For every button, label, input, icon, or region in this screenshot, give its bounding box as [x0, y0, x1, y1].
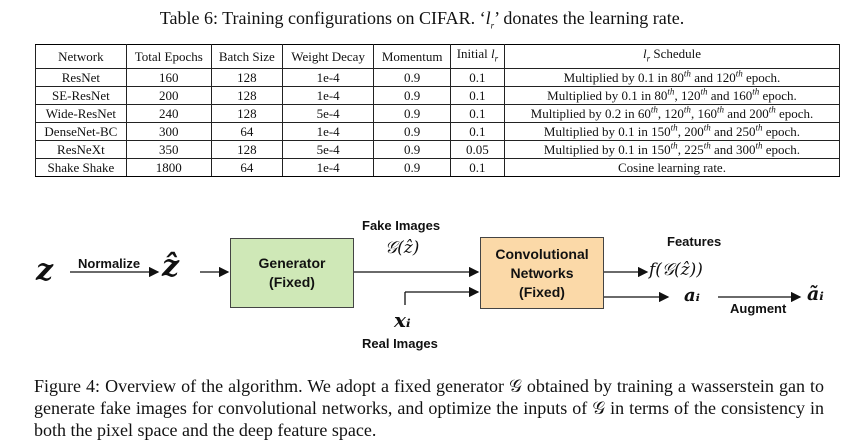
- table-caption-text: Table 6: Training configurations on CIFA…: [159, 8, 685, 31]
- fake-images-label: Fake Images: [362, 218, 441, 233]
- header-weight-decay: Weight Decay: [281, 44, 375, 69]
- cell-batch-size: 64: [210, 121, 283, 141]
- f-g-zhat-symbol: f(𝒢(ẑ)): [649, 260, 703, 280]
- cell-network: Shake Shake: [35, 157, 127, 177]
- ai-tilde-symbol: ãᵢ: [807, 283, 824, 305]
- cell-lr-schedule: Multiplied by 0.1 in 150th, 200th and 25…: [503, 121, 841, 141]
- header-total-epochs: Total Epochs: [125, 44, 212, 69]
- header-initial-lr: Initial lr: [449, 44, 505, 69]
- cell-initial-lr: 0.1: [449, 121, 505, 141]
- cell-weight-decay: 1e-4: [281, 67, 375, 87]
- table-header-row: Network Total Epochs Batch Size Weight D…: [35, 44, 841, 69]
- cell-total-epochs: 200: [125, 85, 212, 105]
- cell-momentum: 0.9: [373, 85, 451, 105]
- cell-batch-size: 128: [210, 103, 283, 123]
- cell-lr-schedule: Multiplied by 0.2 in 60th, 120th, 160th …: [503, 103, 841, 123]
- cell-total-epochs: 160: [125, 67, 212, 87]
- cell-momentum: 0.9: [373, 121, 451, 141]
- training-config-table: Network Total Epochs Batch Size Weight D…: [35, 44, 841, 177]
- cell-network: ResNeXt: [35, 139, 127, 159]
- cell-batch-size: 128: [210, 139, 283, 159]
- cell-weight-decay: 5e-4: [281, 139, 375, 159]
- cell-momentum: 0.9: [373, 157, 451, 177]
- cell-lr-schedule: Multiplied by 0.1 in 80th and 120th epoc…: [503, 67, 841, 87]
- algorithm-diagram: z Normalize ẑ Generator (Fixed) Fake Ima…: [0, 205, 844, 370]
- normalize-label: Normalize: [78, 256, 141, 271]
- cell-weight-decay: 5e-4: [281, 103, 375, 123]
- real-images-label: Real Images: [362, 336, 438, 351]
- cell-initial-lr: 0.1: [449, 85, 505, 105]
- cell-batch-size: 128: [210, 85, 283, 105]
- augment-label: Augment: [730, 301, 787, 316]
- header-lr-schedule: lr Schedule: [503, 44, 841, 69]
- header-network: Network: [35, 44, 127, 69]
- cell-total-epochs: 300: [125, 121, 212, 141]
- cell-network: SE-ResNet: [35, 85, 127, 105]
- cell-network: Wide-ResNet: [35, 103, 127, 123]
- cell-momentum: 0.9: [373, 139, 451, 159]
- cell-network: DenseNet-BC: [35, 121, 127, 141]
- conv-networks-box: Convolutional Networks (Fixed): [480, 237, 604, 309]
- cell-initial-lr: 0.1: [449, 103, 505, 123]
- figure-caption: Figure 4: Overview of the algorithm. We …: [34, 376, 824, 440]
- cell-lr-schedule: Multiplied by 0.1 in 80th, 120th and 160…: [503, 85, 841, 105]
- zhat-symbol: ẑ: [162, 249, 180, 284]
- cell-total-epochs: 350: [125, 139, 212, 159]
- cell-weight-decay: 1e-4: [281, 157, 375, 177]
- cell-momentum: 0.9: [373, 103, 451, 123]
- cell-total-epochs: 240: [125, 103, 212, 123]
- cell-initial-lr: 0.1: [449, 157, 505, 177]
- features-label: Features: [667, 234, 722, 249]
- header-batch-size: Batch Size: [210, 44, 283, 69]
- cell-network: ResNet: [35, 67, 127, 87]
- diagram-arrows: [70, 266, 802, 305]
- table-caption: Table 6: Training configurations on CIFA…: [0, 8, 844, 31]
- xi-symbol: xᵢ: [394, 308, 411, 332]
- cell-lr-schedule: Multiplied by 0.1 in 150th, 225th and 30…: [503, 139, 841, 159]
- header-momentum: Momentum: [373, 44, 451, 69]
- ai-symbol: aᵢ: [684, 285, 700, 306]
- cell-initial-lr: 0.1: [449, 67, 505, 87]
- cell-batch-size: 128: [210, 67, 283, 87]
- cell-batch-size: 64: [210, 157, 283, 177]
- generator-box: Generator (Fixed): [230, 238, 354, 308]
- cell-total-epochs: 1800: [125, 157, 212, 177]
- cell-weight-decay: 1e-4: [281, 85, 375, 105]
- cell-lr-schedule: Cosine learning rate.: [503, 157, 841, 177]
- cell-weight-decay: 1e-4: [281, 121, 375, 141]
- g-zhat-symbol: 𝒢(ẑ): [385, 238, 420, 258]
- z-symbol: z: [36, 253, 54, 288]
- cell-initial-lr: 0.05: [449, 139, 505, 159]
- cell-momentum: 0.9: [373, 67, 451, 87]
